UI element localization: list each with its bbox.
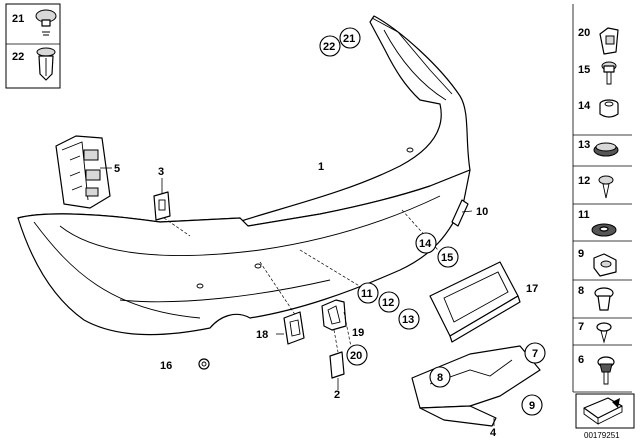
legend-label-7: 7	[578, 321, 584, 333]
callout-4: 4	[490, 427, 497, 439]
bolt-15-icon	[601, 61, 617, 85]
svg-text:13: 13	[402, 314, 414, 326]
diagram-code: 00179251	[584, 431, 620, 440]
callout-18: 18	[256, 329, 268, 341]
legend-label-13: 13	[578, 139, 590, 151]
svg-text:15: 15	[441, 252, 453, 264]
screw-7-icon	[596, 322, 612, 344]
tow-hook-cover-19	[321, 299, 347, 331]
callout-circle-20: 20	[346, 344, 368, 366]
parts-legend-column: 20 15 14 13 12 11 9 8 7 6	[572, 4, 635, 440]
legend-label-6: 6	[578, 354, 584, 366]
callout-17: 17	[526, 283, 538, 295]
callout-3: 3	[158, 166, 164, 178]
washer-11-icon	[591, 223, 617, 237]
guide-4	[411, 345, 541, 427]
svg-text:12: 12	[382, 297, 394, 309]
callout-circle-11: 11	[357, 282, 379, 304]
callout-circle-14: 14	[415, 232, 437, 254]
callout-5: 5	[114, 163, 120, 175]
screw-12-icon	[598, 175, 614, 199]
screw-16	[198, 358, 210, 370]
legend-label-22: 22	[12, 51, 24, 63]
callout-1: 1	[318, 161, 324, 173]
bumper-trim-panel	[17, 15, 471, 336]
reflector-10	[451, 199, 469, 227]
callout-circle-12: 12	[378, 291, 400, 313]
callout-circle-15: 15	[437, 246, 459, 268]
svg-text:14: 14	[419, 238, 432, 250]
callout-circle-21: 21	[339, 27, 361, 49]
callout-circle-22: 22	[319, 35, 341, 57]
callout-circle-13: 13	[398, 308, 420, 330]
svg-text:8: 8	[437, 372, 443, 384]
legend-label-15: 15	[578, 64, 590, 76]
part-18	[283, 311, 305, 345]
part-2	[329, 351, 345, 379]
screw-6-icon	[597, 356, 615, 385]
callout-19: 19	[352, 327, 364, 339]
legend-label-11: 11	[578, 209, 590, 221]
svg-text:9: 9	[529, 400, 535, 412]
legend-label-12: 12	[578, 175, 590, 187]
callout-16: 16	[160, 360, 172, 372]
clip-legend-box: 21 22	[5, 3, 61, 89]
callout-circle-9: 9	[521, 394, 543, 416]
leader-lines	[100, 167, 495, 426]
svg-text:20: 20	[350, 350, 362, 362]
callout-10: 10	[476, 206, 488, 218]
legend-label-21: 21	[12, 13, 24, 25]
callout-2: 2	[334, 389, 340, 401]
svg-text:21: 21	[343, 33, 355, 45]
diagram-code-box: 00179251	[575, 393, 635, 440]
bushing-14-icon	[599, 99, 619, 118]
clip-nut-21-icon	[35, 9, 57, 36]
legend-label-14: 14	[578, 100, 591, 112]
legend-label-20: 20	[578, 27, 590, 39]
bracket-17	[429, 261, 521, 343]
svg-text:7: 7	[532, 348, 538, 360]
bracket-5	[55, 135, 111, 209]
rivet-8-icon	[594, 287, 614, 311]
grommet-13-icon	[593, 142, 619, 157]
callout-circle-8: 8	[429, 366, 451, 388]
svg-text:22: 22	[323, 41, 335, 53]
callout-circle-7: 7	[524, 342, 546, 364]
legend-label-8: 8	[578, 285, 584, 297]
clip-3	[153, 191, 171, 221]
holder-20-icon	[599, 27, 619, 55]
legend-label-9: 9	[578, 248, 584, 260]
clip-nut-9-icon	[593, 253, 617, 277]
svg-text:11: 11	[361, 288, 373, 300]
expanding-rivet-22-icon	[36, 47, 56, 81]
